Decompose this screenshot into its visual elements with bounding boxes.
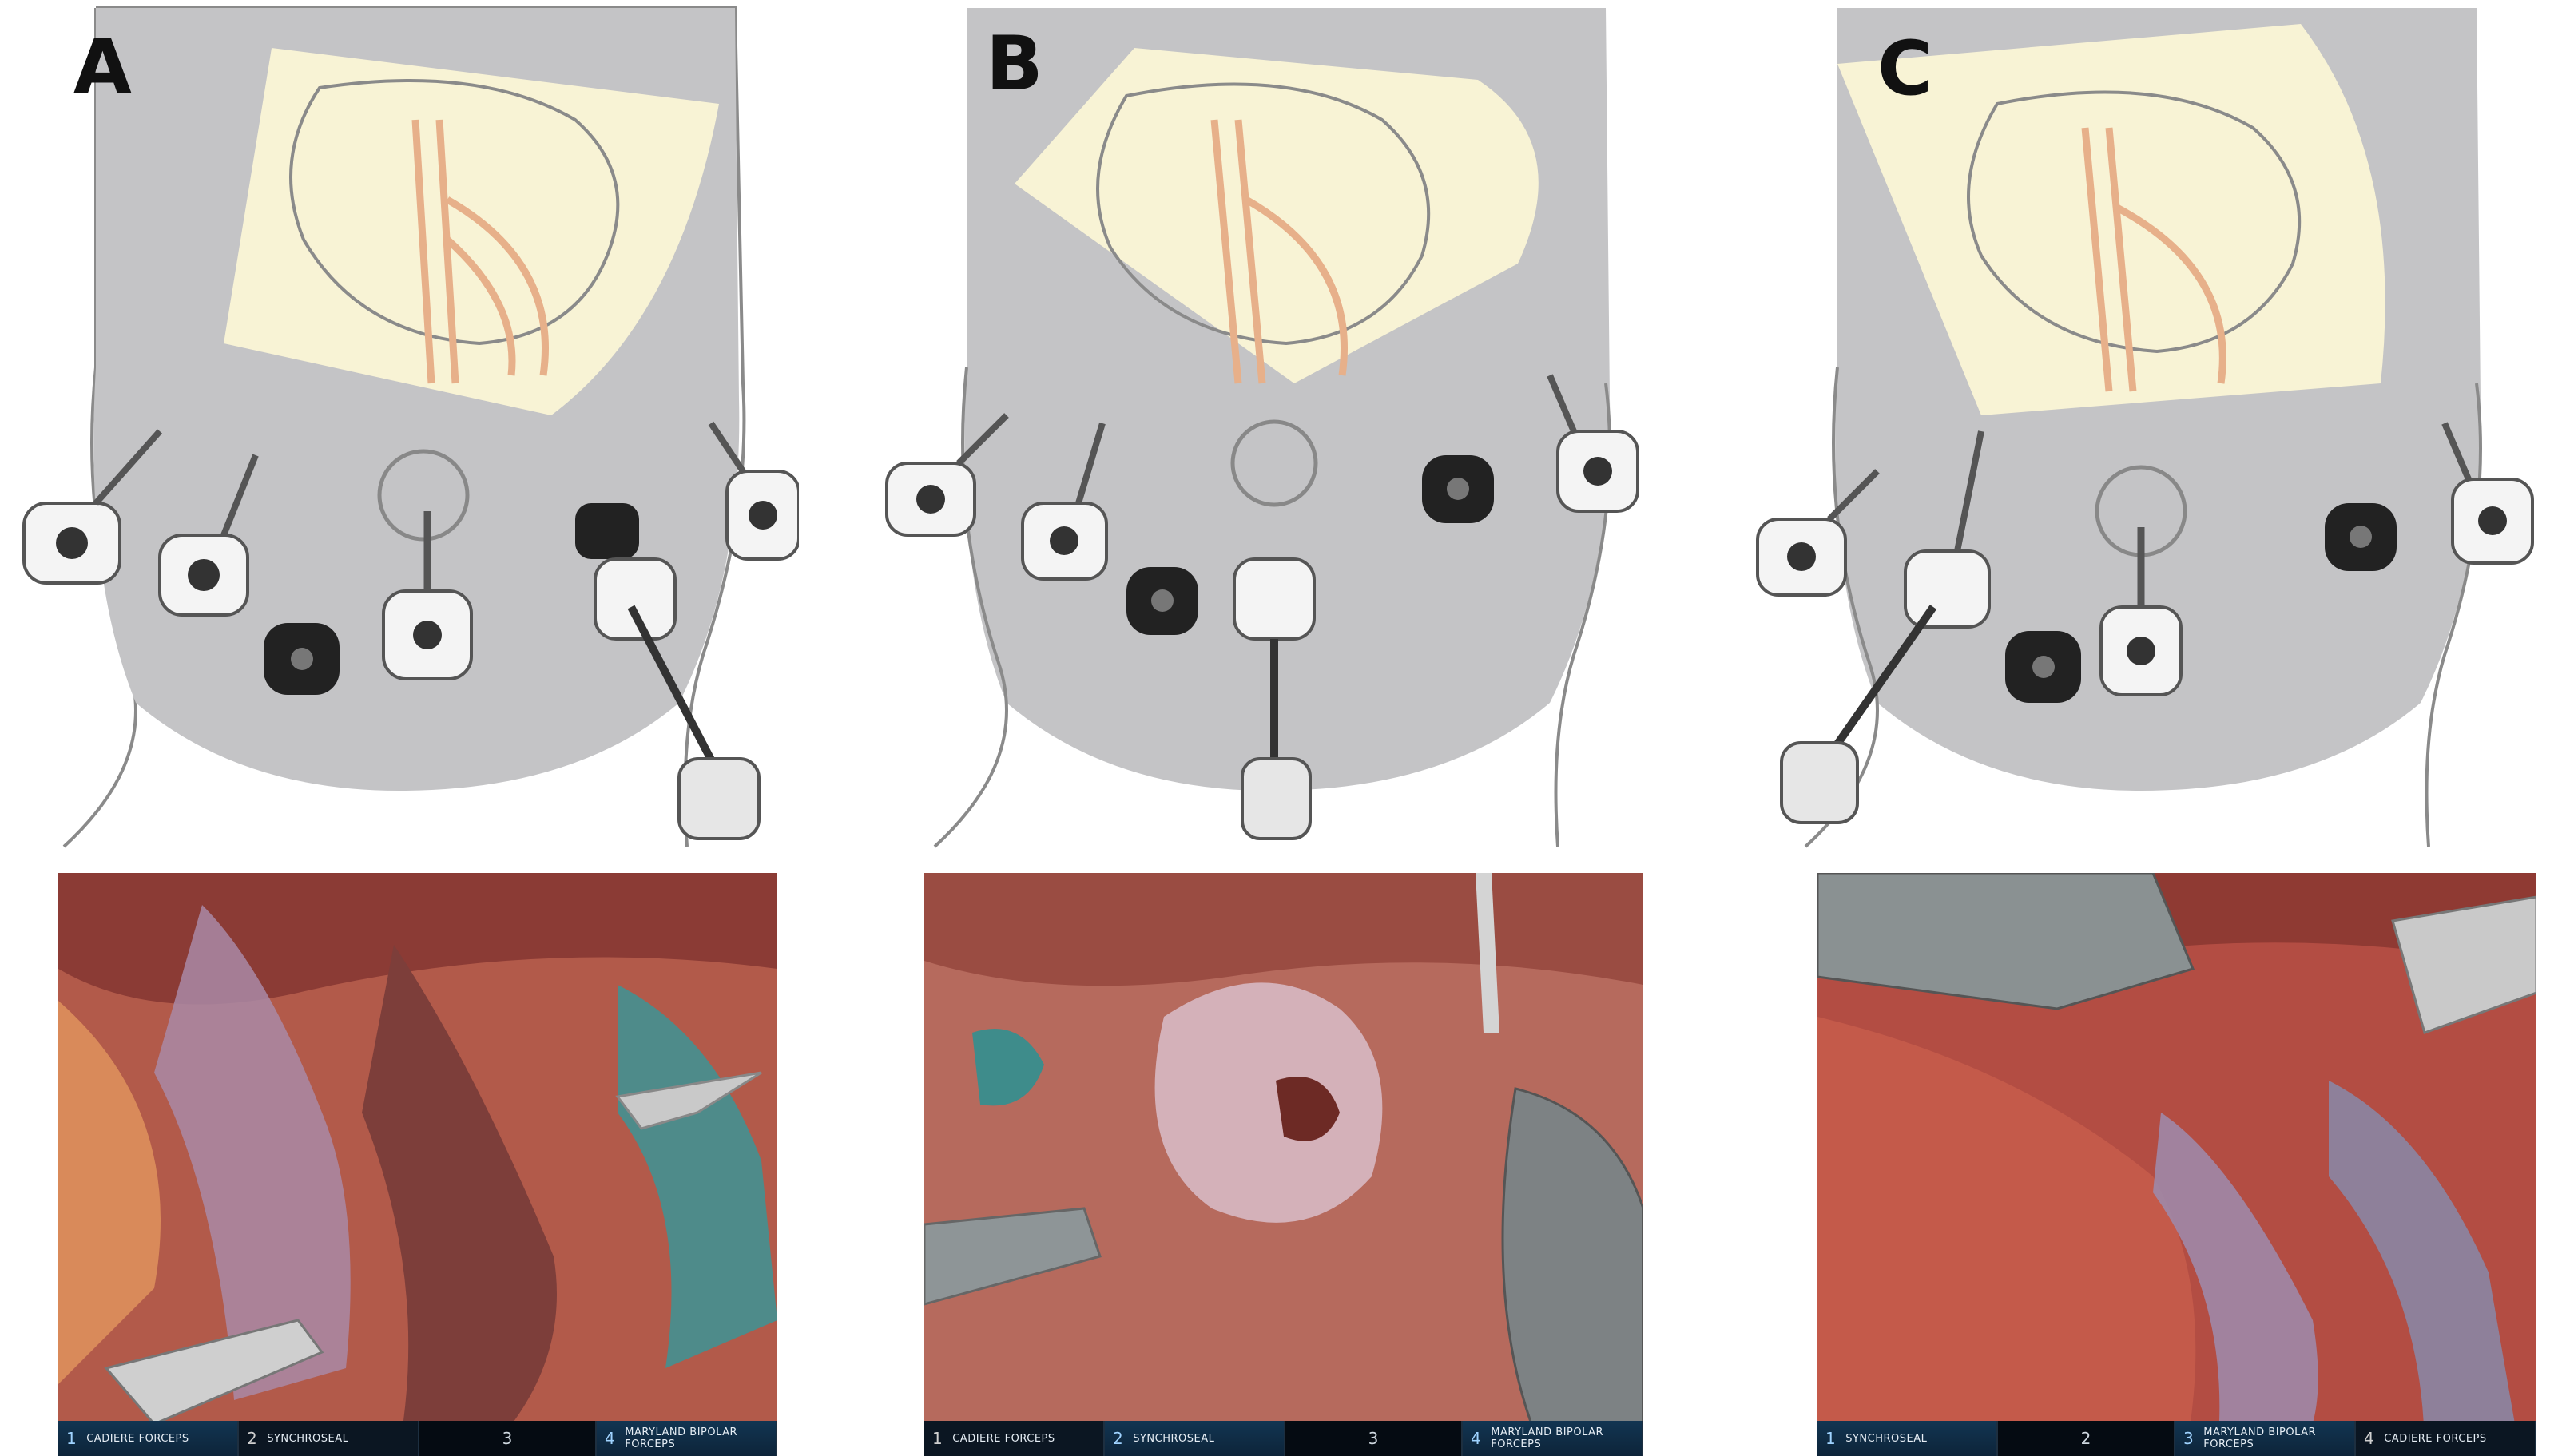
camera-port	[1230, 419, 1318, 840]
port-black	[1126, 567, 1198, 635]
panel-label-c: C	[1877, 26, 1932, 113]
port-black	[264, 623, 340, 695]
port-1	[1756, 469, 1880, 597]
port-with-instrument	[575, 503, 761, 840]
vessel	[2081, 127, 2226, 392]
panel-label-a: A	[73, 24, 132, 111]
instrument-shaft	[1476, 873, 1499, 1033]
port-5	[2441, 422, 2534, 565]
port-5	[708, 421, 799, 561]
port-2	[158, 454, 259, 617]
hud-camera-status: 3	[1285, 1421, 1463, 1456]
forceps	[2391, 895, 2536, 1034]
port-1	[885, 413, 1009, 537]
port-with-instrument	[1780, 430, 1991, 824]
port-black-2	[1422, 455, 1494, 523]
hud-camera-status: 3	[419, 1421, 597, 1456]
tissue-image	[924, 873, 1643, 1456]
port-1	[22, 429, 162, 585]
port-2	[1021, 422, 1108, 581]
tissue-image	[58, 873, 777, 1456]
camera-port	[377, 449, 473, 680]
torso-illustration	[885, 8, 1639, 848]
instrument	[924, 1207, 1102, 1306]
instrument	[1501, 1087, 1643, 1426]
panel-label-b: B	[986, 21, 1043, 108]
port-black	[2005, 631, 2081, 703]
tissue-image	[1817, 873, 2536, 1456]
camera-port	[2095, 465, 2187, 696]
gauze	[972, 1029, 1044, 1106]
forceps	[615, 1071, 762, 1130]
forceps	[104, 1319, 324, 1426]
port-placement-diagram-a: A	[0, 0, 799, 855]
hud-camera-status: 2	[1998, 1421, 2175, 1456]
port-placement-diagram-b: B	[871, 0, 1670, 855]
gauze	[618, 985, 777, 1368]
instrument	[1817, 873, 2195, 1010]
port-placement-diagram-c: C	[1742, 0, 2548, 855]
vessel	[1210, 119, 1348, 384]
port-black-2	[2325, 503, 2397, 571]
torso-illustration	[1756, 8, 2534, 848]
port-5	[1547, 374, 1639, 513]
vessel	[411, 119, 549, 384]
torso-illustration	[22, 6, 799, 848]
